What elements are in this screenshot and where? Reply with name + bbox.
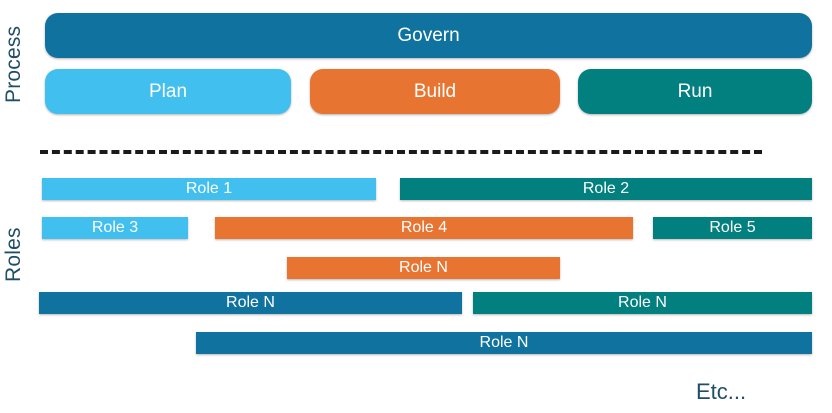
role-bar-role-3-r2-1[interactable]: Role 3 <box>42 217 188 239</box>
process-bar-label: Govern <box>397 24 460 46</box>
role-bar-label: Role 1 <box>185 180 233 197</box>
role-bar-label: Role N <box>618 294 667 311</box>
process-bar-label: Run <box>677 80 713 102</box>
role-bar-label: Role N <box>226 294 275 311</box>
etc-caption: Etc... <box>696 379 747 404</box>
role-bar-role-n-r4-2[interactable]: Role N <box>473 292 812 314</box>
process-bar-plan-r2-1[interactable]: Plan <box>45 69 291 114</box>
role-bar-label: Role 4 <box>400 219 448 236</box>
process-bar-label: Plan <box>148 80 188 102</box>
role-bar-role-4-r2-2[interactable]: Role 4 <box>215 217 633 239</box>
role-bar-role-1-r1-1[interactable]: Role 1 <box>42 178 376 200</box>
role-bar-label: Role 5 <box>709 219 756 236</box>
lane-label-roles: Roles <box>2 227 25 283</box>
process-bar-govern-r1-1[interactable]: Govern <box>45 13 812 58</box>
role-bar-role-n-r5-1[interactable]: Role N <box>196 332 812 354</box>
role-bar-label: Role 3 <box>91 219 139 236</box>
process-bar-run-r2-3[interactable]: Run <box>578 69 812 114</box>
role-bar-role-n-r4-1[interactable]: Role N <box>39 292 462 314</box>
lane-label-process: Process <box>2 25 25 103</box>
lane-divider-dashed <box>40 150 762 154</box>
role-bar-label: Role N <box>399 259 448 276</box>
process-bar-build-r2-2[interactable]: Build <box>310 69 560 114</box>
process-bar-label: Build <box>413 80 457 102</box>
role-bar-role-2-r1-2[interactable]: Role 2 <box>400 178 812 200</box>
role-bar-role-5-r2-3[interactable]: Role 5 <box>653 217 812 239</box>
role-bar-label: Role N <box>479 334 529 351</box>
role-bar-role-n-r3-1[interactable]: Role N <box>287 257 560 279</box>
role-bar-label: Role 2 <box>582 180 630 197</box>
